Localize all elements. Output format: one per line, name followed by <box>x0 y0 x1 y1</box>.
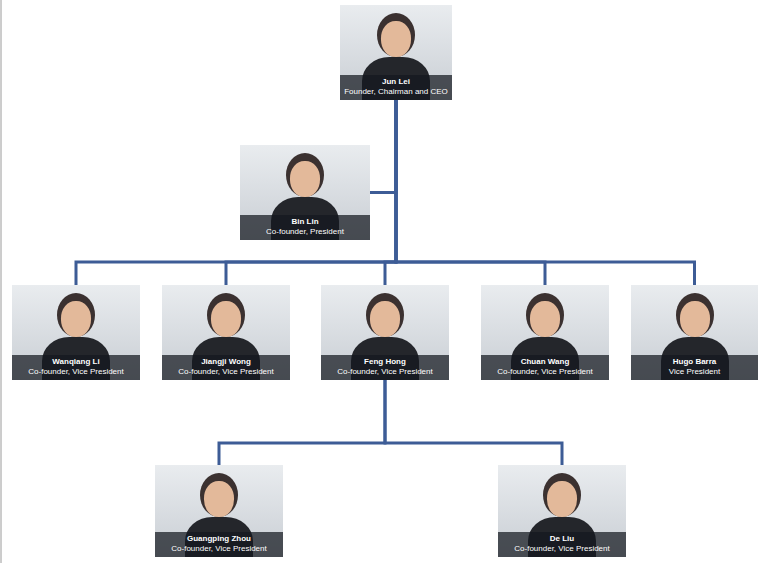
reporting-line <box>370 100 396 193</box>
reporting-line <box>385 380 562 465</box>
person-title: Founder, Chairman and CEO <box>343 87 449 97</box>
caption-strip: Bin LinCo-founder, President <box>240 215 370 240</box>
person-name: Jiangji Wong <box>165 357 287 367</box>
person-name: Jun Lei <box>343 77 449 87</box>
person-card: De LiuCo-founder, Vice President <box>498 465 626 557</box>
reporting-line <box>219 380 385 465</box>
person-title: Co-founder, Vice President <box>15 367 137 377</box>
person-card: Chuan WangCo-founder, Vice President <box>481 285 609 380</box>
person-card: Wanqiang LiCo-founder, Vice President <box>12 285 140 380</box>
portrait-face <box>680 301 710 337</box>
portrait-face <box>290 161 320 197</box>
reporting-line <box>396 100 695 285</box>
person-name: De Liu <box>501 534 623 544</box>
reporting-line <box>385 100 396 285</box>
person-card: Hugo BarraVice President <box>631 285 758 380</box>
person-card: Jiangji WongCo-founder, Vice President <box>162 285 290 380</box>
person-card: Jun LeiFounder, Chairman and CEO <box>340 5 452 100</box>
frame-line <box>1 0 2 563</box>
caption-strip: Chuan WangCo-founder, Vice President <box>481 355 609 380</box>
reporting-line <box>76 100 396 285</box>
person-card: Guangping ZhouCo-founder, Vice President <box>155 465 283 557</box>
person-name: Bin Lin <box>243 217 367 227</box>
portrait-face <box>211 301 241 337</box>
caption-strip: Jiangji WongCo-founder, Vice President <box>162 355 290 380</box>
caption-strip: Jun LeiFounder, Chairman and CEO <box>340 75 452 100</box>
person-title: Co-founder, Vice President <box>158 544 280 554</box>
portrait-face <box>547 481 577 517</box>
person-title: Co-founder, Vice President <box>324 367 446 377</box>
person-name: Wanqiang Li <box>15 357 137 367</box>
caption-strip: Hugo BarraVice President <box>631 355 758 380</box>
person-name: Chuan Wang <box>484 357 606 367</box>
person-title: Co-founder, President <box>243 227 367 237</box>
person-name: Hugo Barra <box>634 357 755 367</box>
person-name: Guangping Zhou <box>158 534 280 544</box>
portrait-face <box>530 301 560 337</box>
reporting-line <box>226 100 396 285</box>
person-card: Bin LinCo-founder, President <box>240 145 370 240</box>
person-name: Feng Hong <box>324 357 446 367</box>
caption-strip: Wanqiang LiCo-founder, Vice President <box>12 355 140 380</box>
caption-strip: De LiuCo-founder, Vice President <box>498 532 626 557</box>
person-title: Co-founder, Vice President <box>484 367 606 377</box>
person-title: Vice President <box>634 367 755 377</box>
caption-strip: Feng HongCo-founder, Vice President <box>321 355 449 380</box>
person-title: Co-founder, Vice President <box>165 367 287 377</box>
portrait-face <box>381 21 411 57</box>
person-card: Feng HongCo-founder, Vice President <box>321 285 449 380</box>
portrait-face <box>61 301 91 337</box>
reporting-line <box>396 100 545 285</box>
portrait-face <box>204 481 234 517</box>
caption-strip: Guangping ZhouCo-founder, Vice President <box>155 532 283 557</box>
person-title: Co-founder, Vice President <box>501 544 623 554</box>
portrait-face <box>370 301 400 337</box>
